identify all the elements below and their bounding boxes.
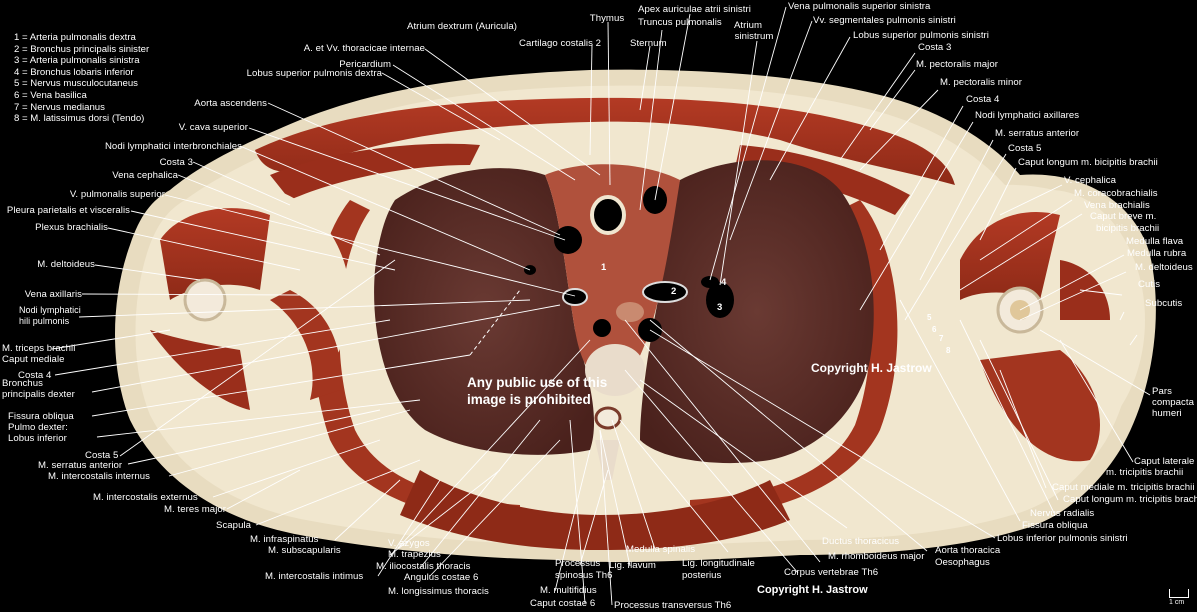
vertebra [585,344,645,480]
right-arm [140,185,350,415]
lungs [374,160,874,464]
left-lung [640,160,874,464]
left-arm [955,190,1145,462]
right-lung [374,168,595,455]
mediastinum [524,164,734,385]
leader-lines [51,6,1151,606]
